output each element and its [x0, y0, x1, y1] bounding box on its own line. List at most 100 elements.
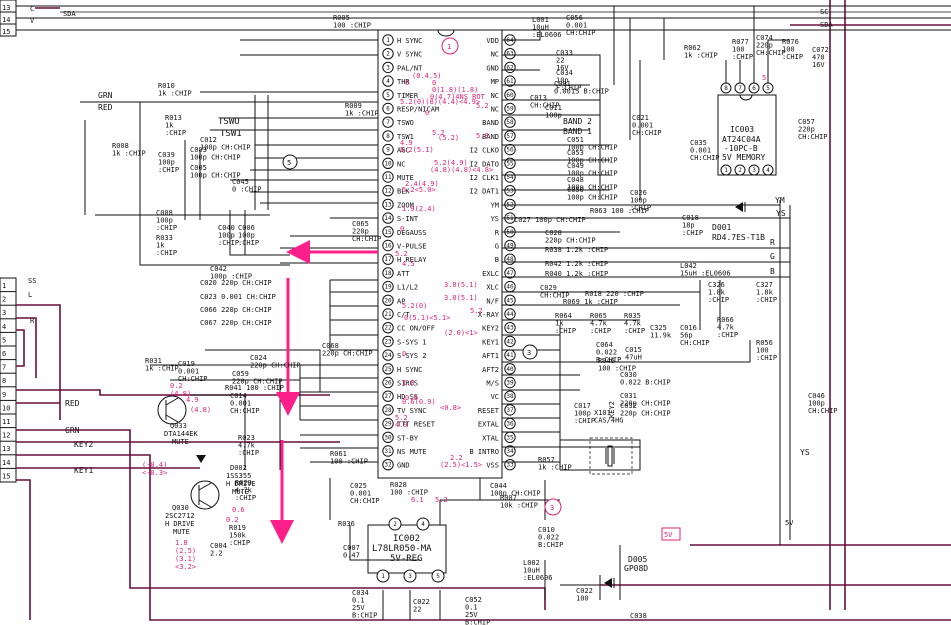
voltage-reading: 0 [400, 225, 404, 233]
component-label: R057 [538, 456, 555, 464]
component-label: B:CHIP [596, 356, 621, 364]
component-label: C040 [218, 224, 235, 232]
ic003-memory: 8 7 6 5 1 2 3 4 IC003 AT24C04A -10PC-B 5… [717, 39, 790, 176]
voltage-reading: (-0.4) [142, 461, 167, 469]
component-label: C046 [808, 392, 825, 400]
component-label: 0.47 [343, 552, 360, 560]
ic-pin-number: 7 [386, 119, 390, 126]
label-g: G [770, 252, 775, 261]
voltage-reading: 0.9 [405, 394, 418, 402]
ic-pin-name: VSS [486, 462, 499, 470]
component-label: C039 [158, 151, 175, 159]
component-label: 220p [798, 126, 815, 134]
component-label: :CHIP [732, 53, 753, 61]
ic-pin-number: 41 [506, 352, 514, 359]
component-label: X101 [594, 409, 611, 417]
component-label: 100p [574, 410, 591, 418]
component-label: C032 [620, 402, 637, 410]
ic002-regulator: 2 4 1 3 5 IC002 L78LR050-MA 5V-REG [367, 517, 447, 583]
conn-main-pin-7: 7 [2, 364, 6, 372]
diode-d005: D005 GP08D [604, 555, 648, 588]
component-label: 100p [218, 232, 235, 240]
ic-pin-number: 39 [506, 380, 514, 387]
voltage-reading: 0.6 [232, 506, 245, 514]
ic-pin-name: VC [491, 393, 499, 401]
conn-main-pin-4: 4 [2, 323, 6, 331]
ic-pin-number: 59 [506, 106, 514, 113]
component-label: C057 [798, 118, 815, 126]
component-label: R008 [112, 142, 129, 150]
conn-main-pin-1: 1 [2, 282, 6, 290]
component-label: R013 [165, 114, 182, 122]
ic-pin-name: ZOOM [397, 201, 414, 209]
ic-pin-name: L1/L2 [397, 284, 418, 292]
voltage-reading: (2.5)<1.5> [440, 461, 482, 469]
ic-pin-number: 53 [506, 188, 514, 195]
ic-pin-number: 1 [386, 37, 390, 44]
ic-pin-number: 61 [506, 78, 514, 85]
component-label: C026 [630, 189, 647, 197]
ic-pin-name: PAL/NT [397, 64, 423, 72]
conn-main-pin-10: 10 [2, 404, 10, 412]
ic-pin-name: YS [491, 215, 499, 223]
component-label: 47uH [625, 354, 642, 362]
ic-pin-number: 2 [386, 51, 390, 58]
ic-pin-name: MUTE [397, 174, 414, 182]
component-label: R064 [555, 312, 572, 320]
ic-pin-name: H RELAY [397, 256, 427, 264]
voltage-reading: 1.9(2.4) [402, 205, 436, 213]
component-label: C024 [250, 354, 267, 362]
component-label: :EL0606 [532, 31, 562, 39]
component-label: C006 [238, 224, 255, 232]
component-label: 15uH :EL0606 [680, 270, 731, 278]
component-label: :CHIP [708, 296, 729, 304]
voltage-reading: (4.8) [190, 406, 211, 414]
ic-pin-name: BAND [482, 133, 499, 141]
ic-pin-number: 62 [506, 64, 514, 71]
ic-pin-number: 60 [506, 92, 514, 99]
component-label: :CHIP [156, 249, 177, 257]
q030-desc1: H DRIVE [165, 520, 195, 528]
component-label: :EL0606 [523, 574, 553, 582]
ic-pin-name: KEY1 [482, 338, 499, 346]
component-label: R062 [684, 44, 701, 52]
component-label: R033 [156, 234, 173, 242]
ic003-pin-1: 1 [724, 167, 728, 174]
ic-pin-name: EXTAL [478, 421, 499, 429]
ic-pin-number: 27 [384, 393, 392, 400]
conn-sig-red: RED [65, 399, 80, 408]
d005-ref: D005 [628, 555, 647, 564]
ic003-pin-4: 4 [766, 167, 770, 174]
component-label: :CHIP [235, 494, 256, 502]
voltage-reading: 5.2(5.1) [400, 146, 434, 154]
component-label: 100p :CHIP [210, 273, 252, 281]
ic-pin-number: 47 [506, 270, 514, 277]
component-label: R042 1.2k :CHIP [545, 260, 608, 268]
component-label: C048 [567, 176, 584, 184]
ic003-pin-3: 3 [752, 167, 756, 174]
conn-main-pin-13: 13 [2, 445, 10, 453]
component-label: 0.1 [352, 597, 365, 605]
ic-pin-number: 56 [506, 147, 514, 154]
voltage-reading: 5.2 [395, 250, 408, 258]
q030-part: 2SC2712 [165, 512, 195, 520]
voltage-reading: 0.2 [170, 382, 183, 390]
component-label: C053 [567, 149, 584, 157]
component-label: :CHIP [574, 417, 595, 425]
diode-d001: D001 RD4.7ES-T1B [712, 202, 765, 242]
ic003-pin-8: 8 [724, 85, 728, 92]
component-label: 11.9k [650, 332, 672, 340]
ic-pin-number: 55 [506, 160, 514, 167]
component-label: CH:CHIP [756, 49, 786, 57]
component-label: 1k :CHIP [158, 90, 192, 98]
component-label: L042 [680, 262, 697, 270]
component-label: C018 [682, 214, 699, 222]
label-tsw1: TSW1 [220, 129, 242, 139]
callout-1: 1 [447, 43, 451, 51]
ic-pin-number: 9 [386, 147, 390, 154]
component-label: C068 [322, 342, 339, 350]
ic-pin-name: YM [491, 201, 499, 209]
